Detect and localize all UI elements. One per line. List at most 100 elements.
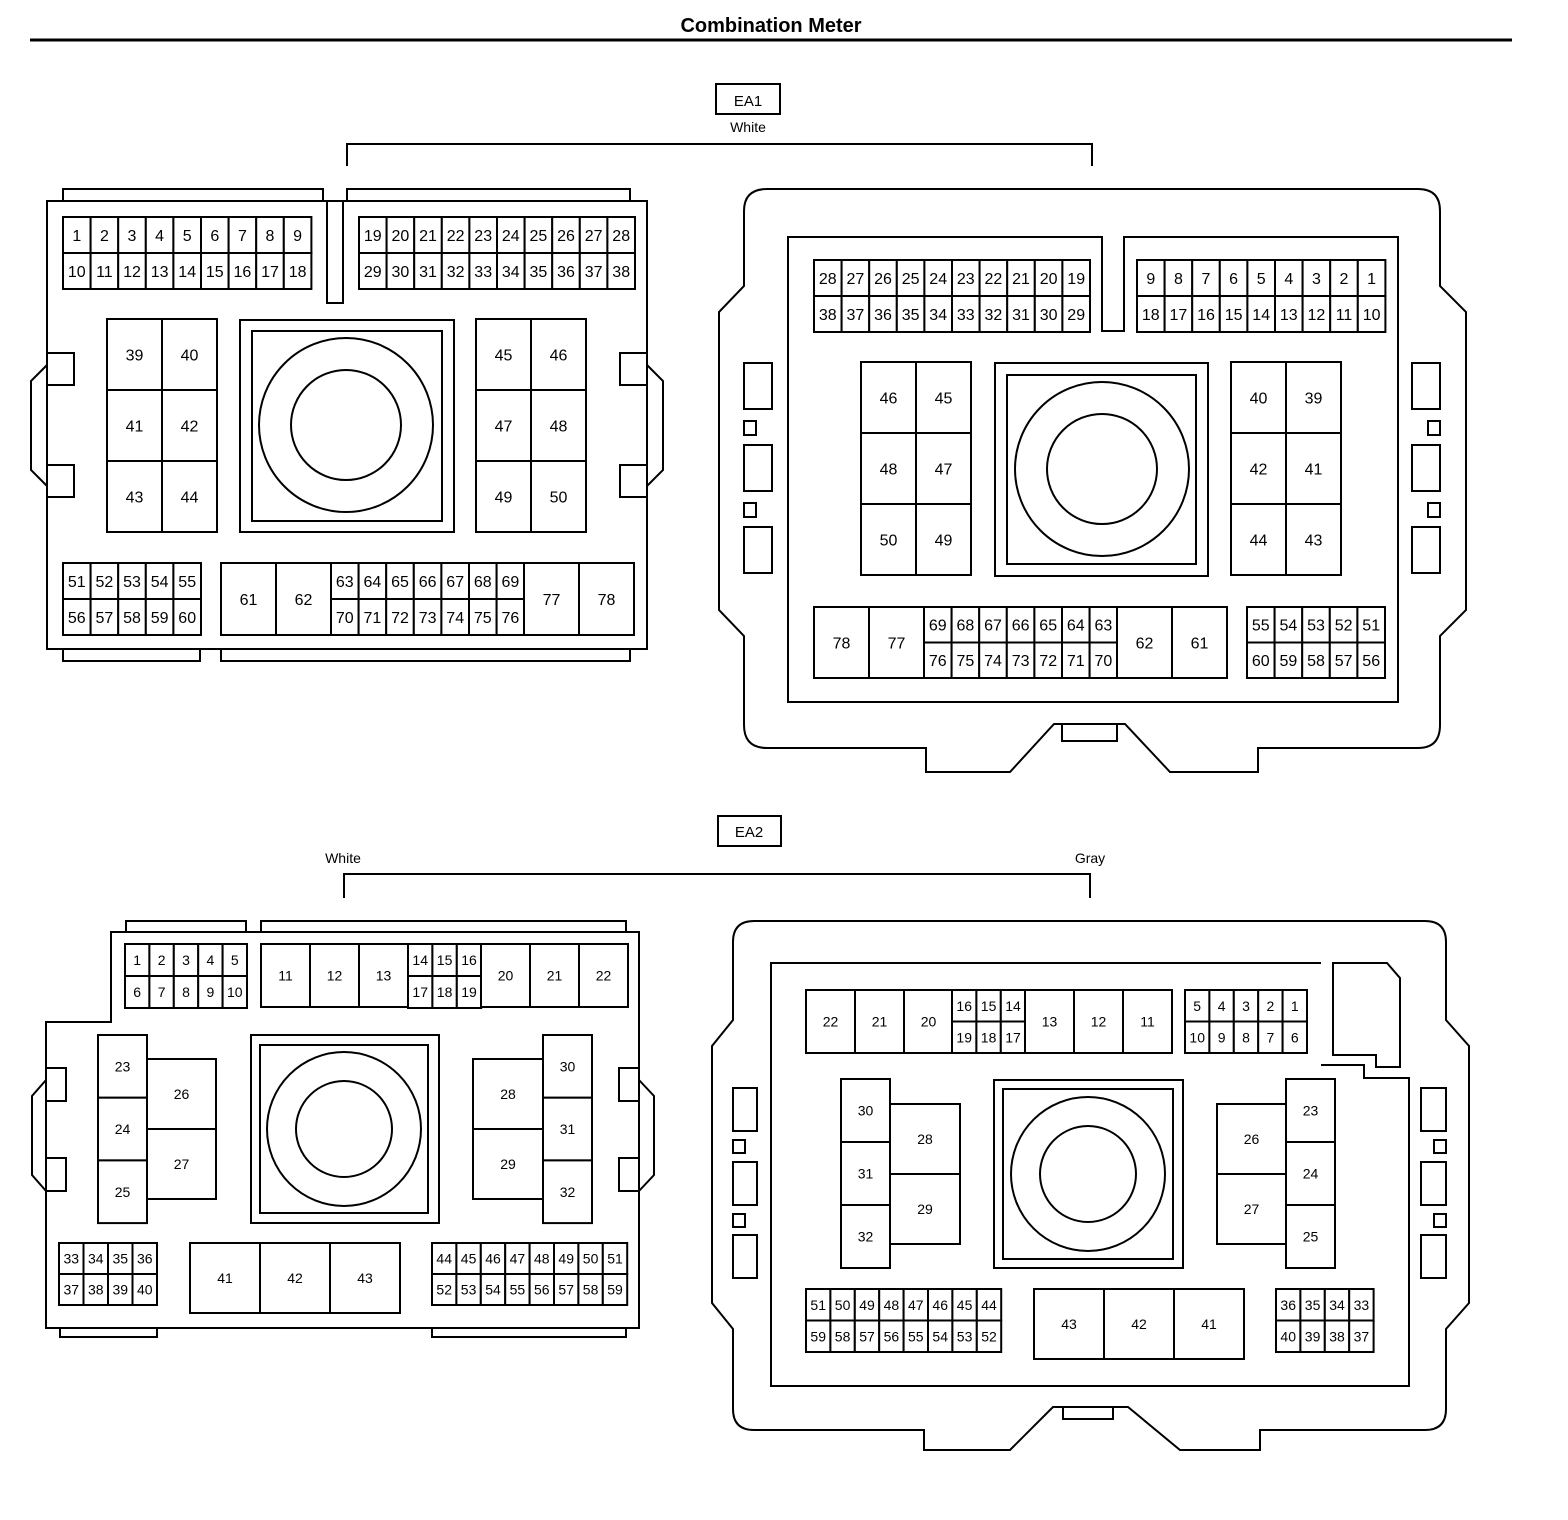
ea1-left-pin-16: 16 [234, 264, 252, 281]
ea1-right-pin-71: 71 [1067, 653, 1085, 670]
ea2-right-pin-27: 27 [1244, 1201, 1260, 1217]
ea2-right-pin-5: 5 [1193, 998, 1201, 1014]
ea2-left-pin-33: 33 [63, 1251, 79, 1267]
ea2-left-pin-45: 45 [461, 1251, 477, 1267]
ea2-left-pin-14-cell [407, 943, 434, 977]
ea2-left-pin-35: 35 [112, 1251, 128, 1267]
ea2-right-pin-19-cell [951, 1020, 978, 1054]
ea2-left-pin-31: 31 [560, 1121, 576, 1137]
ea2-right-pin-53: 53 [957, 1328, 973, 1344]
ea2-left-pin-42-cell [259, 1242, 331, 1314]
ea2-left-pin-22-cell [578, 943, 629, 1008]
ea2-left-pin-20-cell [480, 943, 531, 1008]
ea1-right-pin-21-cell [1006, 259, 1036, 297]
ea2-left-pin-30-cell [542, 1034, 593, 1099]
ea2-right-pin-37-cell [1348, 1319, 1375, 1353]
ea2-right-pin-23: 23 [1303, 1103, 1319, 1119]
ea2-right-pin-14: 14 [1005, 998, 1021, 1014]
ea1-label-box [715, 83, 781, 115]
ea1-left-pin-33: 33 [474, 264, 492, 281]
ea2-left-pin-34: 34 [88, 1251, 104, 1267]
ea1-right-pin-70: 70 [1095, 653, 1113, 670]
ea1-left-connector-body [30, 188, 664, 662]
ea1-left-pin-59-cell [144, 598, 175, 636]
ea2-right-pin-58: 58 [835, 1328, 851, 1344]
ea1-left-pin-17: 17 [261, 264, 279, 281]
ea2-right-pin-25-cell [1285, 1204, 1336, 1269]
ea2-right-pin-30: 30 [858, 1103, 874, 1119]
ea2-left-pin-23: 23 [115, 1058, 131, 1074]
ea1-left-pin-36: 36 [557, 264, 575, 281]
ea2-left-pin-40: 40 [137, 1282, 153, 1298]
ea2-right-pin-17: 17 [1005, 1029, 1021, 1045]
ea1-right-pin-62-cell [1116, 606, 1173, 679]
ea2-left-pin-58: 58 [583, 1282, 599, 1298]
ea1-left-pin-1: 1 [72, 228, 81, 245]
ea1-right-pin-44-cell [1230, 503, 1287, 576]
ea1-bracket [346, 143, 1093, 166]
ea1-right-pin-3-cell [1301, 259, 1332, 297]
ea1-right-pin-66: 66 [1012, 618, 1030, 635]
ea1-left-pin-45: 45 [495, 347, 513, 364]
ea1-right-pin-40: 40 [1250, 390, 1268, 407]
ea1-right-pin-38-cell [813, 295, 843, 333]
ea1-right-pin-59-cell [1273, 641, 1304, 679]
ea1-left-pin-42: 42 [181, 418, 199, 435]
ea2-right-pin-10-cell [1184, 1020, 1211, 1054]
ea1-right-pin-57-cell [1328, 641, 1359, 679]
ea1-left-pin-55: 55 [178, 574, 196, 591]
ea1-right-pin-78: 78 [833, 635, 851, 652]
ea1-left-pin-60-cell [172, 598, 202, 636]
ea1-right-pin-64: 64 [1067, 618, 1085, 635]
ea1-left-pin-5: 5 [183, 228, 192, 245]
ea2-right-pin-11: 11 [1140, 1014, 1155, 1030]
ea1-right-pin-65: 65 [1039, 618, 1057, 635]
ea2-left-pin-24: 24 [115, 1121, 131, 1137]
ea2-left-pin-13-cell [358, 943, 409, 1008]
ea2-right-pin-35: 35 [1305, 1297, 1321, 1313]
ea2-left-pin-12: 12 [327, 968, 343, 984]
ea1-right-pin-49: 49 [935, 532, 953, 549]
ea2-right-pin-39: 39 [1305, 1328, 1321, 1344]
ea1-right-pin-17: 17 [1170, 307, 1188, 324]
ea2-left-pin-32: 32 [560, 1184, 576, 1200]
ea2-right-pin-49: 49 [859, 1297, 875, 1313]
ea2-right-pin-13: 13 [1042, 1014, 1058, 1030]
ea1-right-pin-69: 69 [929, 618, 947, 635]
ea1-left-pin-35-cell [523, 252, 554, 290]
ea1-right-pin-20: 20 [1040, 271, 1058, 288]
ea1-left-pin-4: 4 [155, 228, 164, 245]
ea1-left-pin-54: 54 [151, 574, 169, 591]
ea2-right-pin-12-cell [1073, 989, 1124, 1054]
ea1-left-pin-12-cell [117, 252, 147, 290]
ea1-left-pin-14: 14 [178, 264, 196, 281]
ea2-left-pin-22: 22 [596, 968, 612, 984]
ea1-left-pin-58: 58 [123, 610, 141, 627]
ea2-right-pin-29-cell [889, 1173, 961, 1245]
ea1-right-pin-24: 24 [929, 271, 947, 288]
ea2-left-pin-40-cell [131, 1273, 158, 1306]
ea1-left-pin-30: 30 [392, 264, 410, 281]
ea1-left-pin-74: 74 [446, 610, 464, 627]
ea1-right-pin-26: 26 [874, 271, 892, 288]
ea1-right-pin-73-cell [1005, 641, 1036, 679]
ea1-left-pin-56-cell [62, 598, 92, 636]
ea2-left-pin-11: 11 [278, 968, 293, 984]
ea2-right-pin-43: 43 [1061, 1316, 1077, 1332]
ea1-left-pin-69: 69 [502, 574, 520, 591]
ea1-right-pin-7: 7 [1202, 271, 1211, 288]
ea1-left-pin-39: 39 [126, 347, 144, 364]
ea1-right-pin-18: 18 [1142, 307, 1160, 324]
ea2-right-pin-4: 4 [1218, 998, 1226, 1014]
ea1-left-pin-49: 49 [495, 489, 513, 506]
ea2-left-pin-44: 44 [436, 1251, 452, 1267]
ea1-right-pin-61-cell [1171, 606, 1228, 679]
ea2-right-pin-43-cell [1033, 1288, 1105, 1360]
ea1-left-pin-70: 70 [336, 610, 354, 627]
ea1-left-pin-38-cell [606, 252, 637, 290]
ea1-left-pin-77: 77 [543, 592, 561, 609]
ea2-right-pin-6-cell [1281, 1020, 1308, 1054]
ea1-left-pin-40-cell [161, 318, 218, 391]
ea1-left-pin-11: 11 [96, 264, 113, 281]
